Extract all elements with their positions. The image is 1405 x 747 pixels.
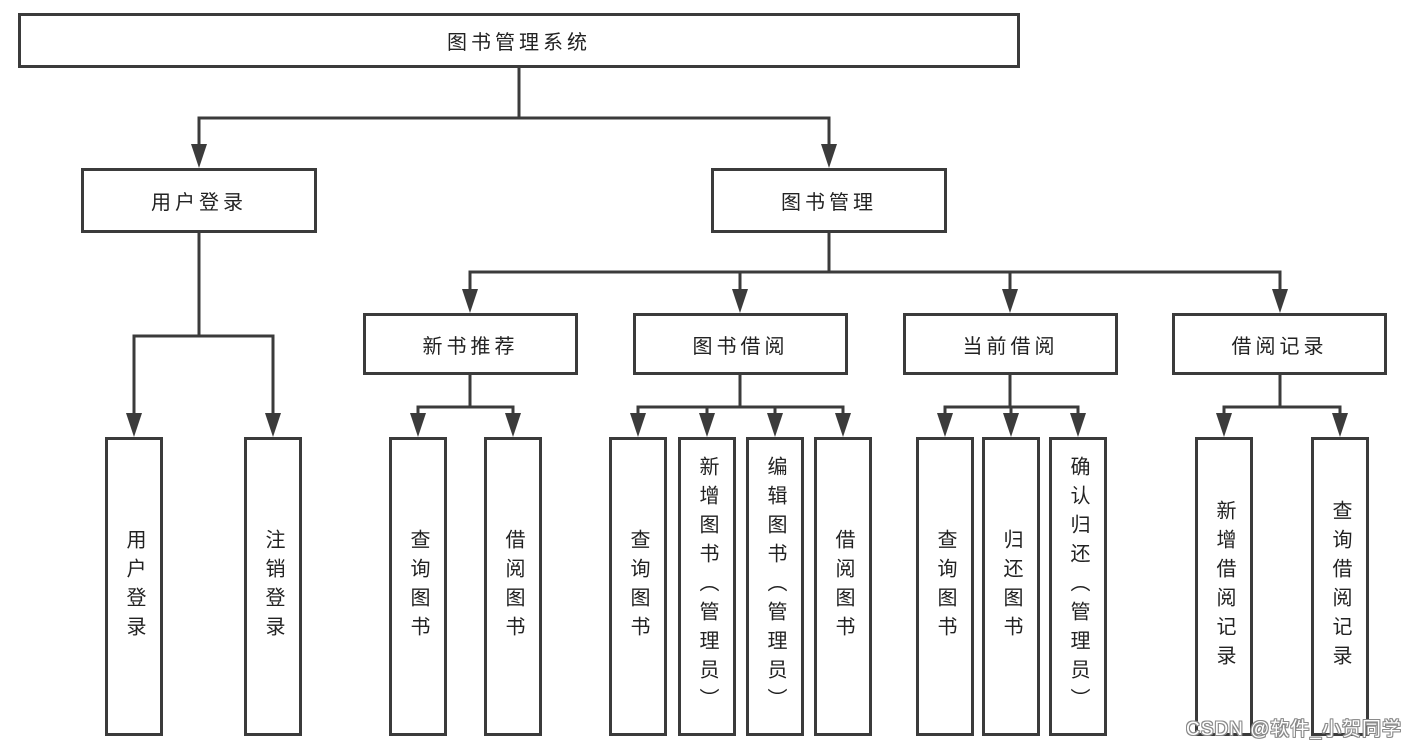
arrowhead [462, 289, 478, 313]
node-user-login: 用户登录 [81, 168, 317, 233]
node-new-book-recommend-label: 新书推荐 [422, 335, 519, 358]
node-borrowing-records: 借阅记录 [1172, 313, 1387, 375]
arrowhead [265, 413, 281, 437]
arrowhead [410, 413, 426, 437]
leaf-borrow-add-book-admin-label: 新增图书（管理员） [696, 456, 718, 717]
leaf-user-login-label: 用户登录 [123, 528, 145, 645]
leaf-user-login: 用户登录 [105, 437, 163, 736]
arrowhead [937, 413, 953, 437]
csdn-watermark: CSDN @软件_小贺同学 [1186, 719, 1402, 740]
arrowhead [1216, 413, 1232, 437]
arrowhead [505, 413, 521, 437]
arrowheads [126, 144, 1348, 437]
connector-root-split [197, 66, 831, 149]
leaf-records-query-record-label: 查询借阅记录 [1329, 499, 1351, 674]
node-root: 图书管理系统 [18, 13, 1020, 68]
arrowhead [767, 413, 783, 437]
arrowhead [1002, 289, 1018, 313]
arrowhead [1003, 413, 1019, 437]
node-borrowing-records-label: 借阅记录 [1231, 335, 1328, 358]
connector-current-borrow-split [943, 373, 1080, 417]
leaf-borrow-borrow-books: 借阅图书 [814, 437, 872, 736]
leaf-newrec-query-books: 查询图书 [389, 437, 447, 736]
leaf-current-return-books: 归还图书 [982, 437, 1040, 736]
leaf-borrow-borrow-books-label: 借阅图书 [832, 528, 854, 645]
leaf-borrow-edit-book-admin-label: 编辑图书（管理员） [764, 456, 786, 717]
leaf-newrec-borrow-books: 借阅图书 [484, 437, 542, 736]
arrowhead [732, 289, 748, 313]
node-user-login-label: 用户登录 [151, 192, 247, 214]
connector-book-mgmt-split [468, 231, 1282, 293]
connector-user-login-split [132, 231, 275, 417]
leaf-current-confirm-return-admin-label: 确认归还（管理员） [1067, 456, 1089, 717]
leaf-borrow-query-books-label: 查询图书 [627, 528, 649, 645]
arrowhead [630, 413, 646, 437]
arrowhead [126, 413, 142, 437]
arrowhead [821, 144, 837, 168]
leaf-records-add-record: 新增借阅记录 [1195, 437, 1253, 736]
arrowhead [191, 144, 207, 168]
node-current-borrowing-label: 当前借阅 [962, 335, 1059, 358]
leaf-borrow-add-book-admin: 新增图书（管理员） [678, 437, 736, 736]
leaf-newrec-borrow-books-label: 借阅图书 [502, 528, 524, 645]
leaf-newrec-query-books-label: 查询图书 [407, 528, 429, 645]
leaf-logout: 注销登录 [244, 437, 302, 736]
arrowhead [1070, 413, 1086, 437]
leaf-current-confirm-return-admin: 确认归还（管理员） [1049, 437, 1107, 736]
leaf-current-return-books-label: 归还图书 [1000, 528, 1022, 645]
node-current-borrowing: 当前借阅 [903, 313, 1118, 375]
leaf-current-query-books: 查询图书 [916, 437, 974, 736]
leaf-current-query-books-label: 查询图书 [934, 528, 956, 645]
arrowhead [1272, 289, 1288, 313]
node-root-label: 图书管理系统 [447, 32, 591, 54]
leaf-records-query-record: 查询借阅记录 [1311, 437, 1369, 736]
connector-new-book-rec-split [416, 373, 515, 417]
node-book-management-label: 图书管理 [781, 192, 877, 214]
arrowhead [699, 413, 715, 437]
node-book-management: 图书管理 [711, 168, 947, 233]
node-book-borrowing-label: 图书借阅 [692, 335, 789, 358]
node-book-borrowing: 图书借阅 [633, 313, 848, 375]
leaf-logout-label: 注销登录 [262, 528, 284, 645]
connector-borrow-records-split [1222, 373, 1342, 417]
arrowhead [1332, 413, 1348, 437]
leaf-records-add-record-label: 新增借阅记录 [1213, 499, 1235, 674]
leaf-borrow-edit-book-admin: 编辑图书（管理员） [746, 437, 804, 736]
arrowhead [835, 413, 851, 437]
node-new-book-recommend: 新书推荐 [363, 313, 578, 375]
leaf-borrow-query-books: 查询图书 [609, 437, 667, 736]
connector-book-borrow-split [636, 373, 845, 417]
